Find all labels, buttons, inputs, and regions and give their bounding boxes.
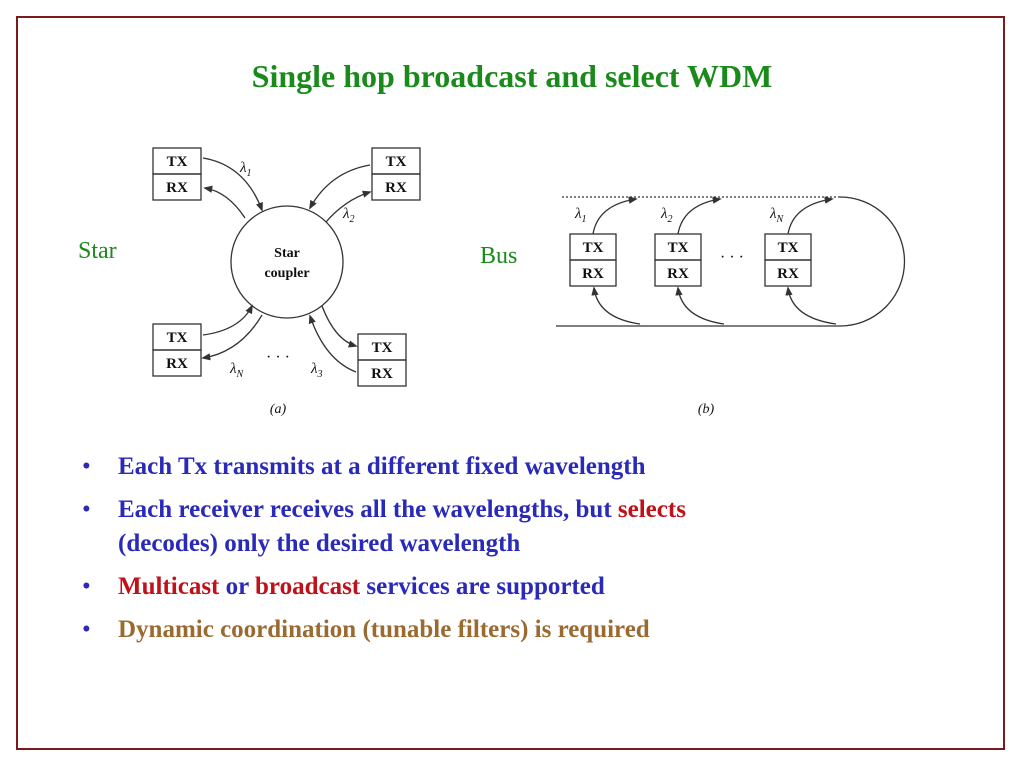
rx-box-top-right (371, 173, 421, 201)
arrow-rx-node1 (591, 286, 641, 325)
bus-loop (839, 196, 906, 327)
lambda2-label-a: λ2 (342, 206, 355, 225)
rx-label-top-right: RX (385, 180, 407, 196)
bullet-text-1: Each Tx transmits at a different fixed w… (118, 453, 646, 480)
lambdaN-label-a: λN (229, 361, 245, 380)
bullet-text-2a: Each receiver receives all the wavelengt… (118, 496, 618, 523)
bullet-emphasis-selects: selects (617, 496, 686, 523)
arrow-rx-nodeN (785, 286, 837, 325)
star-label: Star (78, 238, 117, 264)
arrow-bottom-right-tx (321, 305, 358, 348)
bullet-marker: • (82, 616, 91, 643)
bullet-text-3-rest: services are supported (360, 573, 605, 600)
bullet-marker: • (82, 573, 91, 600)
star-coupler-circle (230, 205, 344, 319)
bus-label: Bus (480, 243, 518, 269)
rx-box-bottom-left (152, 349, 202, 377)
rx-label-bottom-left: RX (166, 356, 188, 372)
arrow-tx-node2 (677, 196, 722, 235)
rx-box-node1 (569, 259, 617, 287)
bullet-emphasis-broadcast: broadcast (255, 573, 361, 600)
caption-b: (b) (698, 402, 715, 417)
lambdaN-label-b: λN (769, 206, 785, 225)
arrow-top-left-rx (203, 185, 246, 219)
rx-label-top-left: RX (166, 180, 188, 196)
rx-box-top-left (152, 173, 202, 201)
rx-label-node1: RX (582, 266, 604, 282)
ellipsis-a: · · · (266, 349, 290, 366)
slide-title: Single hop broadcast and select WDM (251, 58, 773, 94)
tx-label-top-left: TX (167, 154, 188, 170)
caption-a: (a) (270, 402, 287, 417)
bullet-list: • Each Tx transmits at a different fixed… (70, 450, 970, 656)
wdm-diagrams: TX RX TX RX TX RX TX RX Star coupler λ1 … (152, 147, 906, 417)
arrow-lambda1 (202, 157, 263, 212)
tx-label-bottom-left: TX (167, 330, 188, 346)
bullet-emphasis-multicast: Multicast (118, 573, 220, 600)
coupler-label-line1: Star (274, 246, 300, 261)
tx-label-bottom-right: TX (372, 340, 393, 356)
coupler-label-line2: coupler (264, 266, 309, 281)
arrow-lambdaN (201, 314, 263, 361)
rx-label-nodeN: RX (777, 266, 799, 282)
lambda1-label-b: λ1 (574, 206, 587, 225)
bullet-item-3: • Multicast or broadcast services are su… (70, 570, 970, 604)
arrow-tx-node1 (592, 196, 638, 235)
bus-diagram (556, 196, 906, 327)
rx-box-node2 (654, 259, 702, 287)
bullet-marker: • (82, 496, 91, 523)
star-diagram (152, 147, 421, 387)
tx-label-node2: TX (668, 240, 689, 256)
lambda3-label-a: λ3 (310, 361, 323, 380)
ellipsis-b: · · · (720, 249, 744, 266)
bullet-item-4: • Dynamic coordination (tunable filters)… (70, 613, 970, 647)
arrow-rx-node2 (675, 286, 725, 325)
slide-border (16, 16, 1005, 750)
bullet-item-1: • Each Tx transmits at a different fixed… (70, 450, 970, 484)
tx-label-node1: TX (583, 240, 604, 256)
lambda2-label-b: λ2 (660, 206, 673, 225)
arrow-bottom-left-tx (202, 304, 253, 336)
arrow-top-right-tx (309, 164, 371, 210)
bullet-text-2b: (decodes) only the desired wavelength (118, 530, 521, 557)
bullet-marker: • (82, 453, 91, 480)
bullet-item-2: • Each receiver receives all the wavelen… (70, 493, 970, 561)
tx-label-nodeN: TX (778, 240, 799, 256)
rx-box-nodeN (764, 259, 812, 287)
arrow-tx-nodeN (787, 196, 834, 235)
bullet-text-4: Dynamic coordination (tunable filters) i… (118, 616, 650, 643)
rx-box-bottom-right (357, 359, 407, 387)
arrow-lambda3 (308, 314, 357, 373)
tx-label-top-right: TX (386, 154, 407, 170)
bullet-text-3-or: or (219, 573, 256, 600)
rx-label-bottom-right: RX (371, 366, 393, 382)
rx-label-node2: RX (667, 266, 689, 282)
arrow-lambda2 (325, 190, 372, 223)
lambda1-label-a: λ1 (239, 160, 252, 179)
